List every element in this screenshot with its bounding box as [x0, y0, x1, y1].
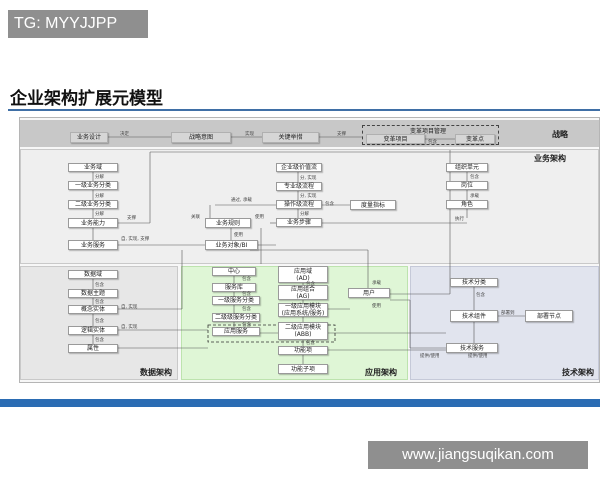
- node-l2-service[interactable]: 二级级服务分类: [212, 313, 260, 322]
- node-data-subject[interactable]: 数据主题: [68, 289, 118, 298]
- edge-label: 包含: [95, 283, 104, 288]
- edge-label: 分解: [95, 175, 104, 180]
- edge-label: 使用: [372, 304, 381, 309]
- watermark-label: TG: MYYJJPP: [8, 10, 148, 38]
- node-app-service[interactable]: 应用服务: [212, 327, 260, 336]
- node-center[interactable]: 中心: [212, 267, 256, 276]
- edge-label: 包含: [306, 282, 315, 287]
- node-l2-category[interactable]: 二级业务分类: [68, 200, 118, 209]
- edge-label: 包含: [242, 307, 251, 312]
- edge-label: 分, 实现: [300, 194, 317, 199]
- node-l1-category[interactable]: 一级业务分类: [68, 181, 118, 190]
- edge-label: 承载: [470, 194, 479, 199]
- edge-label: 包含: [428, 140, 437, 145]
- node-tech-service[interactable]: 技术服务: [446, 343, 498, 353]
- node-business-steps[interactable]: 业务步骤: [276, 218, 322, 227]
- node-conceptual-entity[interactable]: 概念实体: [68, 305, 118, 314]
- node-l2-module[interactable]: 二级应用模块 (ABB): [278, 322, 328, 340]
- footer-watermark: www.jiangsuqikan.com: [368, 441, 588, 469]
- edge-label: 决定: [120, 132, 129, 137]
- node-l1-module[interactable]: 一级应用模块 (应用系统/服务): [278, 303, 328, 317]
- edge-label: 提供/使用: [420, 354, 440, 359]
- node-metrics[interactable]: 度量指标: [350, 200, 396, 210]
- node-sub-function[interactable]: 功能子项: [278, 364, 328, 374]
- edge-label: 通过, 承载: [231, 198, 252, 203]
- edge-label: 使用: [234, 233, 243, 238]
- region-label-business: 业务架构: [534, 154, 566, 163]
- edge-label: 包含: [306, 341, 315, 346]
- region-label-application: 应用架构: [365, 368, 397, 377]
- node-key-initiatives[interactable]: 关键举措: [262, 132, 319, 143]
- node-l1-service[interactable]: 一级服务分类: [212, 296, 260, 305]
- node-reform-mgmt-group[interactable]: [362, 125, 499, 145]
- node-org-unit[interactable]: 组织单元: [446, 163, 488, 172]
- edge-label: 包含: [325, 202, 334, 207]
- node-business-objects[interactable]: 业务对象/BI: [205, 240, 258, 250]
- node-logical-entity[interactable]: 逻辑实体: [68, 326, 118, 335]
- page-title: 企业架构扩展元模型: [10, 89, 163, 109]
- node-process[interactable]: 专业级流程: [276, 182, 322, 191]
- edge-label: 包含: [95, 338, 104, 343]
- node-activity-flow[interactable]: 操作级流程: [276, 200, 322, 209]
- node-data-domain[interactable]: 数据域: [68, 270, 118, 279]
- edge-label: 包含: [242, 277, 251, 282]
- edge-label: 提供/使用: [468, 354, 488, 359]
- region-label-data: 数据架构: [140, 368, 172, 377]
- node-app-group[interactable]: 应用组合 (AG): [278, 285, 328, 300]
- node-service-lib[interactable]: 服务库: [212, 283, 256, 292]
- edge-label: 自, 实现: [121, 325, 138, 330]
- node-business-service[interactable]: 业务服务: [68, 240, 118, 250]
- region-label-strategy: 战略: [552, 130, 568, 139]
- edge-label: 分解: [95, 194, 104, 199]
- edge-label: 包含: [476, 293, 485, 298]
- edge-label: 执行: [455, 217, 464, 222]
- edge-label: 支撑: [337, 132, 346, 137]
- node-business-rules[interactable]: 业务规则: [205, 218, 251, 228]
- region-label-technology: 技术架构: [562, 368, 594, 377]
- node-deploy-node[interactable]: 部署节点: [525, 310, 573, 322]
- node-strategic-intent[interactable]: 战略意图: [171, 132, 231, 143]
- node-attribute[interactable]: 属性: [68, 344, 118, 353]
- node-role[interactable]: 角色: [446, 200, 488, 209]
- edge-label: 分, 实现: [300, 176, 317, 181]
- edge-label: 使用: [255, 215, 264, 220]
- node-function[interactable]: 功能项: [278, 346, 328, 355]
- edge-label: 包含: [242, 323, 251, 328]
- edge-label: 自, 实现: [121, 305, 138, 310]
- node-reform-projects[interactable]: 变革项目: [366, 134, 425, 144]
- edge-label: 包含: [242, 292, 251, 297]
- edge-label: 分解: [95, 212, 104, 217]
- edge-label: 部署到: [501, 311, 515, 316]
- edge-label: 分解: [300, 212, 309, 217]
- edge-label: 实现: [245, 132, 254, 137]
- node-reform-points[interactable]: 变革点: [455, 134, 495, 144]
- node-reform-mgmt-label: 变革项目管理: [410, 128, 447, 135]
- edge-label: 支撑: [127, 216, 136, 221]
- node-capability[interactable]: 业务能力: [68, 218, 118, 228]
- region-data: [20, 266, 178, 380]
- node-value-stream[interactable]: 企业级价值流: [276, 163, 322, 172]
- node-user[interactable]: 用户: [348, 288, 390, 298]
- edge-label: 承载: [372, 281, 381, 286]
- node-tech-category[interactable]: 技术分类: [450, 278, 498, 287]
- edge-label: 自, 实现, 支撑: [121, 237, 150, 242]
- edge-label: 关联: [191, 215, 200, 220]
- node-position[interactable]: 岗位: [446, 181, 488, 190]
- title-divider: [8, 109, 600, 111]
- bottom-accent-bar: [0, 399, 600, 407]
- node-business-design[interactable]: 业务设计: [70, 132, 108, 143]
- node-tech-component[interactable]: 技术组件: [450, 310, 498, 322]
- edge-label: 包含: [95, 319, 104, 324]
- region-technology: [410, 266, 599, 380]
- edge-label: 包含: [470, 175, 479, 180]
- edge-label: 包含: [95, 300, 104, 305]
- node-business-domain[interactable]: 业务域: [68, 163, 118, 172]
- node-app-domain[interactable]: 应用域 (AD): [278, 266, 328, 283]
